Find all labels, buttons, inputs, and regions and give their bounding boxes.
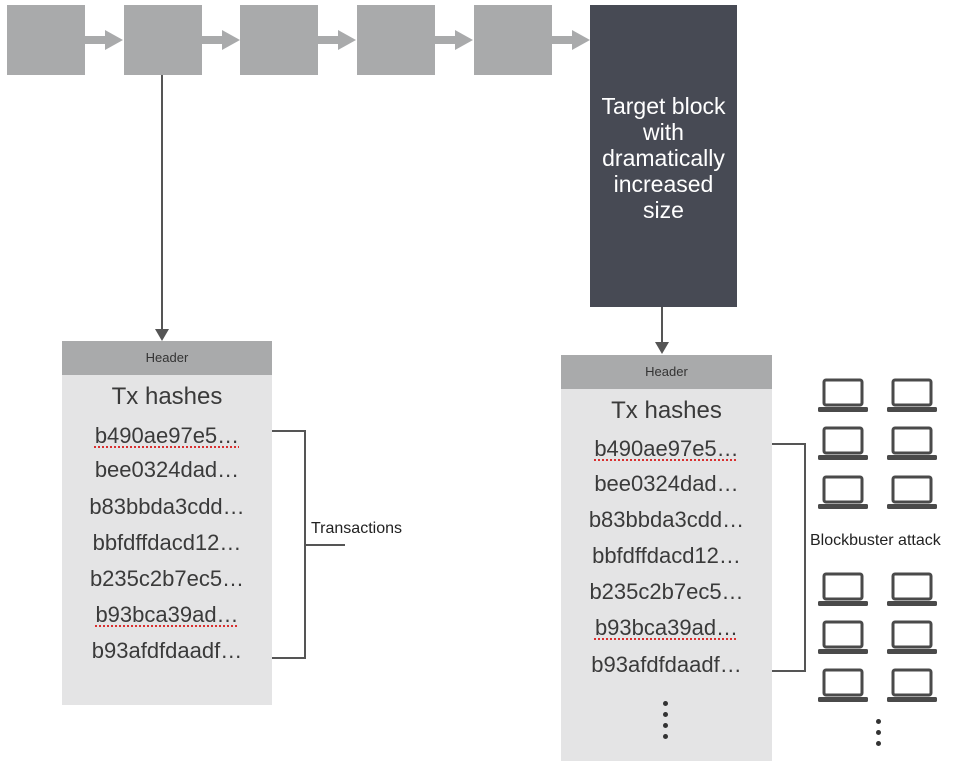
chain-arrow-icon <box>433 30 473 50</box>
tx-hash-row: b93afdfdaadf… <box>62 636 272 666</box>
laptop-icon <box>818 620 868 654</box>
tx-hash-row: b83bbda3cdd… <box>561 505 772 535</box>
tx-hash: bee0324dad… <box>594 471 739 496</box>
chain-block <box>240 5 318 75</box>
chain-block <box>474 5 552 75</box>
chain-block <box>124 5 202 75</box>
arrowhead-down-icon <box>655 342 669 354</box>
arrowhead-down-icon <box>155 329 169 341</box>
tx-hash-row: bee0324dad… <box>62 455 272 485</box>
laptop-icon <box>818 426 868 460</box>
tx-hash-row: b93afdfdaadf… <box>561 650 772 680</box>
vertical-ellipsis-icon <box>663 701 669 745</box>
tx-hash-row: b490ae97e5… <box>62 421 272 451</box>
tx-hash-flagged: b93bca39ad… <box>594 615 739 640</box>
tx-hashes-title: Tx hashes <box>611 397 722 424</box>
laptop-icon <box>818 572 868 606</box>
tx-hash: b83bbda3cdd… <box>588 507 745 532</box>
chain-arrow-icon <box>550 30 590 50</box>
laptop-icon <box>818 668 868 702</box>
tx-hash-row: b93bca39ad… <box>62 600 272 630</box>
tx-hash-row: bee0324dad… <box>561 469 772 499</box>
blockbuster-attack-label: Blockbuster attack <box>810 532 941 549</box>
laptop-icon <box>887 426 937 460</box>
chain-arrow-icon <box>200 30 240 50</box>
tx-hash-row: b93bca39ad… <box>561 613 772 643</box>
laptop-icon <box>887 475 937 509</box>
block-header: Header <box>62 341 272 375</box>
target-block-label: Target block with dramatically increased… <box>601 93 726 223</box>
vertical-ellipsis-icon <box>876 719 882 752</box>
laptop-icon <box>887 668 937 702</box>
tx-hash: b83bbda3cdd… <box>89 494 245 519</box>
connector-line-right <box>661 307 663 343</box>
transactions-label: Transactions <box>311 520 402 537</box>
laptop-icon <box>887 572 937 606</box>
tx-hash-row: b235c2b7ec5… <box>561 577 772 607</box>
tx-hashes-title: Tx hashes <box>111 383 223 410</box>
block-detail-left: Header Tx hashes b490ae97e5… bee0324dad…… <box>62 341 272 705</box>
chain-arrow-icon <box>83 30 123 50</box>
connector-line-left <box>161 75 163 330</box>
block-detail-right: Header Tx hashes b490ae97e5… bee0324dad…… <box>561 355 772 761</box>
tx-hash: b93afdfdaadf… <box>91 638 243 663</box>
tx-hash-flagged: b93bca39ad… <box>95 602 239 627</box>
tx-hash-row: b83bbda3cdd… <box>62 492 272 522</box>
tx-hash: b93afdfdaadf… <box>591 652 742 677</box>
laptop-icon <box>887 378 937 412</box>
tx-hash: bee0324dad… <box>94 457 240 482</box>
block-header: Header <box>561 355 772 389</box>
bracket-tick <box>305 544 345 546</box>
tx-hash: bbfdffdacd12… <box>92 530 242 555</box>
tx-hash: bbfdffdacd12… <box>592 543 741 568</box>
tx-hash-row: b235c2b7ec5… <box>62 564 272 594</box>
tx-hash: b235c2b7ec5… <box>89 566 245 591</box>
chain-block <box>357 5 435 75</box>
tx-hash-flagged: b490ae97e5… <box>94 423 240 448</box>
tx-hash-row: bbfdffdacd12… <box>62 528 272 558</box>
laptop-icon <box>818 378 868 412</box>
chain-block <box>7 5 85 75</box>
tx-hash: b235c2b7ec5… <box>589 579 744 604</box>
laptop-icon <box>818 475 868 509</box>
tx-hash-flagged: b490ae97e5… <box>594 436 739 461</box>
laptop-icon <box>887 620 937 654</box>
chain-arrow-icon <box>316 30 356 50</box>
tx-hash-row: b490ae97e5… <box>561 434 772 464</box>
blockbuster-bracket <box>772 443 806 672</box>
transactions-bracket <box>272 430 306 659</box>
tx-hash-row: bbfdffdacd12… <box>561 541 772 571</box>
target-block: Target block with dramatically increased… <box>590 5 737 307</box>
